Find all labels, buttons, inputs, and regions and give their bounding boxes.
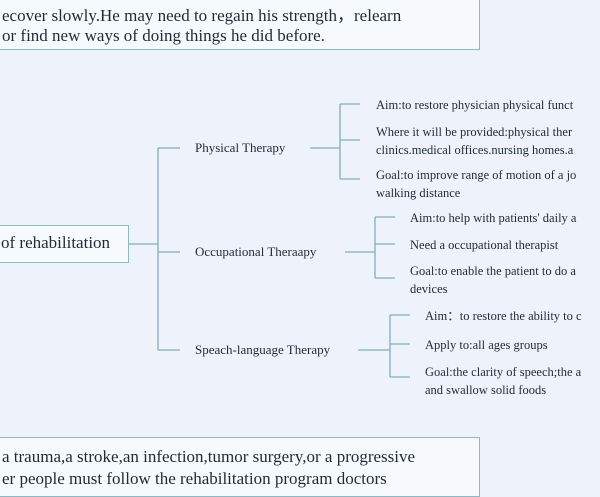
leaf-line: Goal:the clarity of speech;the a: [425, 365, 582, 379]
bottom-note-line-1: a trauma,a stroke,an infection,tumor sur…: [2, 447, 416, 466]
leaf-speech-apply[interactable]: Apply to:all ages groups: [425, 336, 548, 354]
top-note-line-1: ecover slowly.He may need to regain his …: [2, 6, 402, 25]
leaf-occupational-aim[interactable]: Aim:to help with patients' daily a: [410, 209, 576, 227]
leaf-speech-goal[interactable]: Goal:the clarity of speech;the a and swa…: [425, 363, 581, 399]
leaf-line: Goal:to improve range of motion of a jo: [376, 168, 577, 182]
leaf-line: Aim:to restore physician physical funct: [376, 98, 574, 112]
branch-physical-therapy[interactable]: Physical Therapy: [195, 140, 286, 155]
leaf-line: devices: [410, 282, 448, 296]
leaf-speech-aim[interactable]: Aim：to restore the ability to c: [425, 307, 582, 325]
leaf-occupational-need[interactable]: Need a occupational therapist: [410, 236, 558, 254]
branch-speech-language-therapy[interactable]: Speach-language Therapy: [195, 342, 331, 357]
leaf-line: Need a occupational therapist: [410, 238, 559, 252]
connector-lines: [129, 103, 410, 378]
leaf-physical-aim[interactable]: Aim:to restore physician physical funct: [376, 96, 573, 114]
top-note-line-2: or find new ways of doing things he did …: [2, 26, 325, 45]
leaf-line: Where it will be provided:physical ther: [376, 125, 573, 139]
leaf-occupational-goal[interactable]: Goal:to enable the patient to do a devic…: [410, 262, 576, 298]
bottom-note-box: a trauma,a stroke,an infection,tumor sur…: [0, 437, 480, 497]
leaf-line: clinics.medical offices.nursing homes.a: [376, 143, 574, 157]
leaf-line: Goal:to enable the patient to do a: [410, 264, 576, 278]
leaf-line: Apply to:all ages groups: [425, 338, 548, 352]
root-topic[interactable]: of rehabilitation: [0, 225, 129, 263]
leaf-physical-goal[interactable]: Goal:to improve range of motion of a jo …: [376, 166, 576, 202]
leaf-line: walking distance: [376, 186, 461, 200]
branch-occupational-therapy[interactable]: Occupational Theraapy: [195, 244, 317, 259]
leaf-line: and swallow solid foods: [425, 383, 547, 397]
leaf-line: Aim:to help with patients' daily a: [410, 211, 577, 225]
root-topic-label: of rehabilitation: [1, 233, 111, 252]
bottom-note-line-2: er people must follow the rehabilitation…: [2, 469, 387, 488]
top-note-box: ecover slowly.He may need to regain his …: [0, 0, 480, 50]
leaf-physical-where[interactable]: Where it will be provided:physical ther …: [376, 123, 573, 159]
leaf-line: Aim：to restore the ability to c: [425, 309, 582, 323]
